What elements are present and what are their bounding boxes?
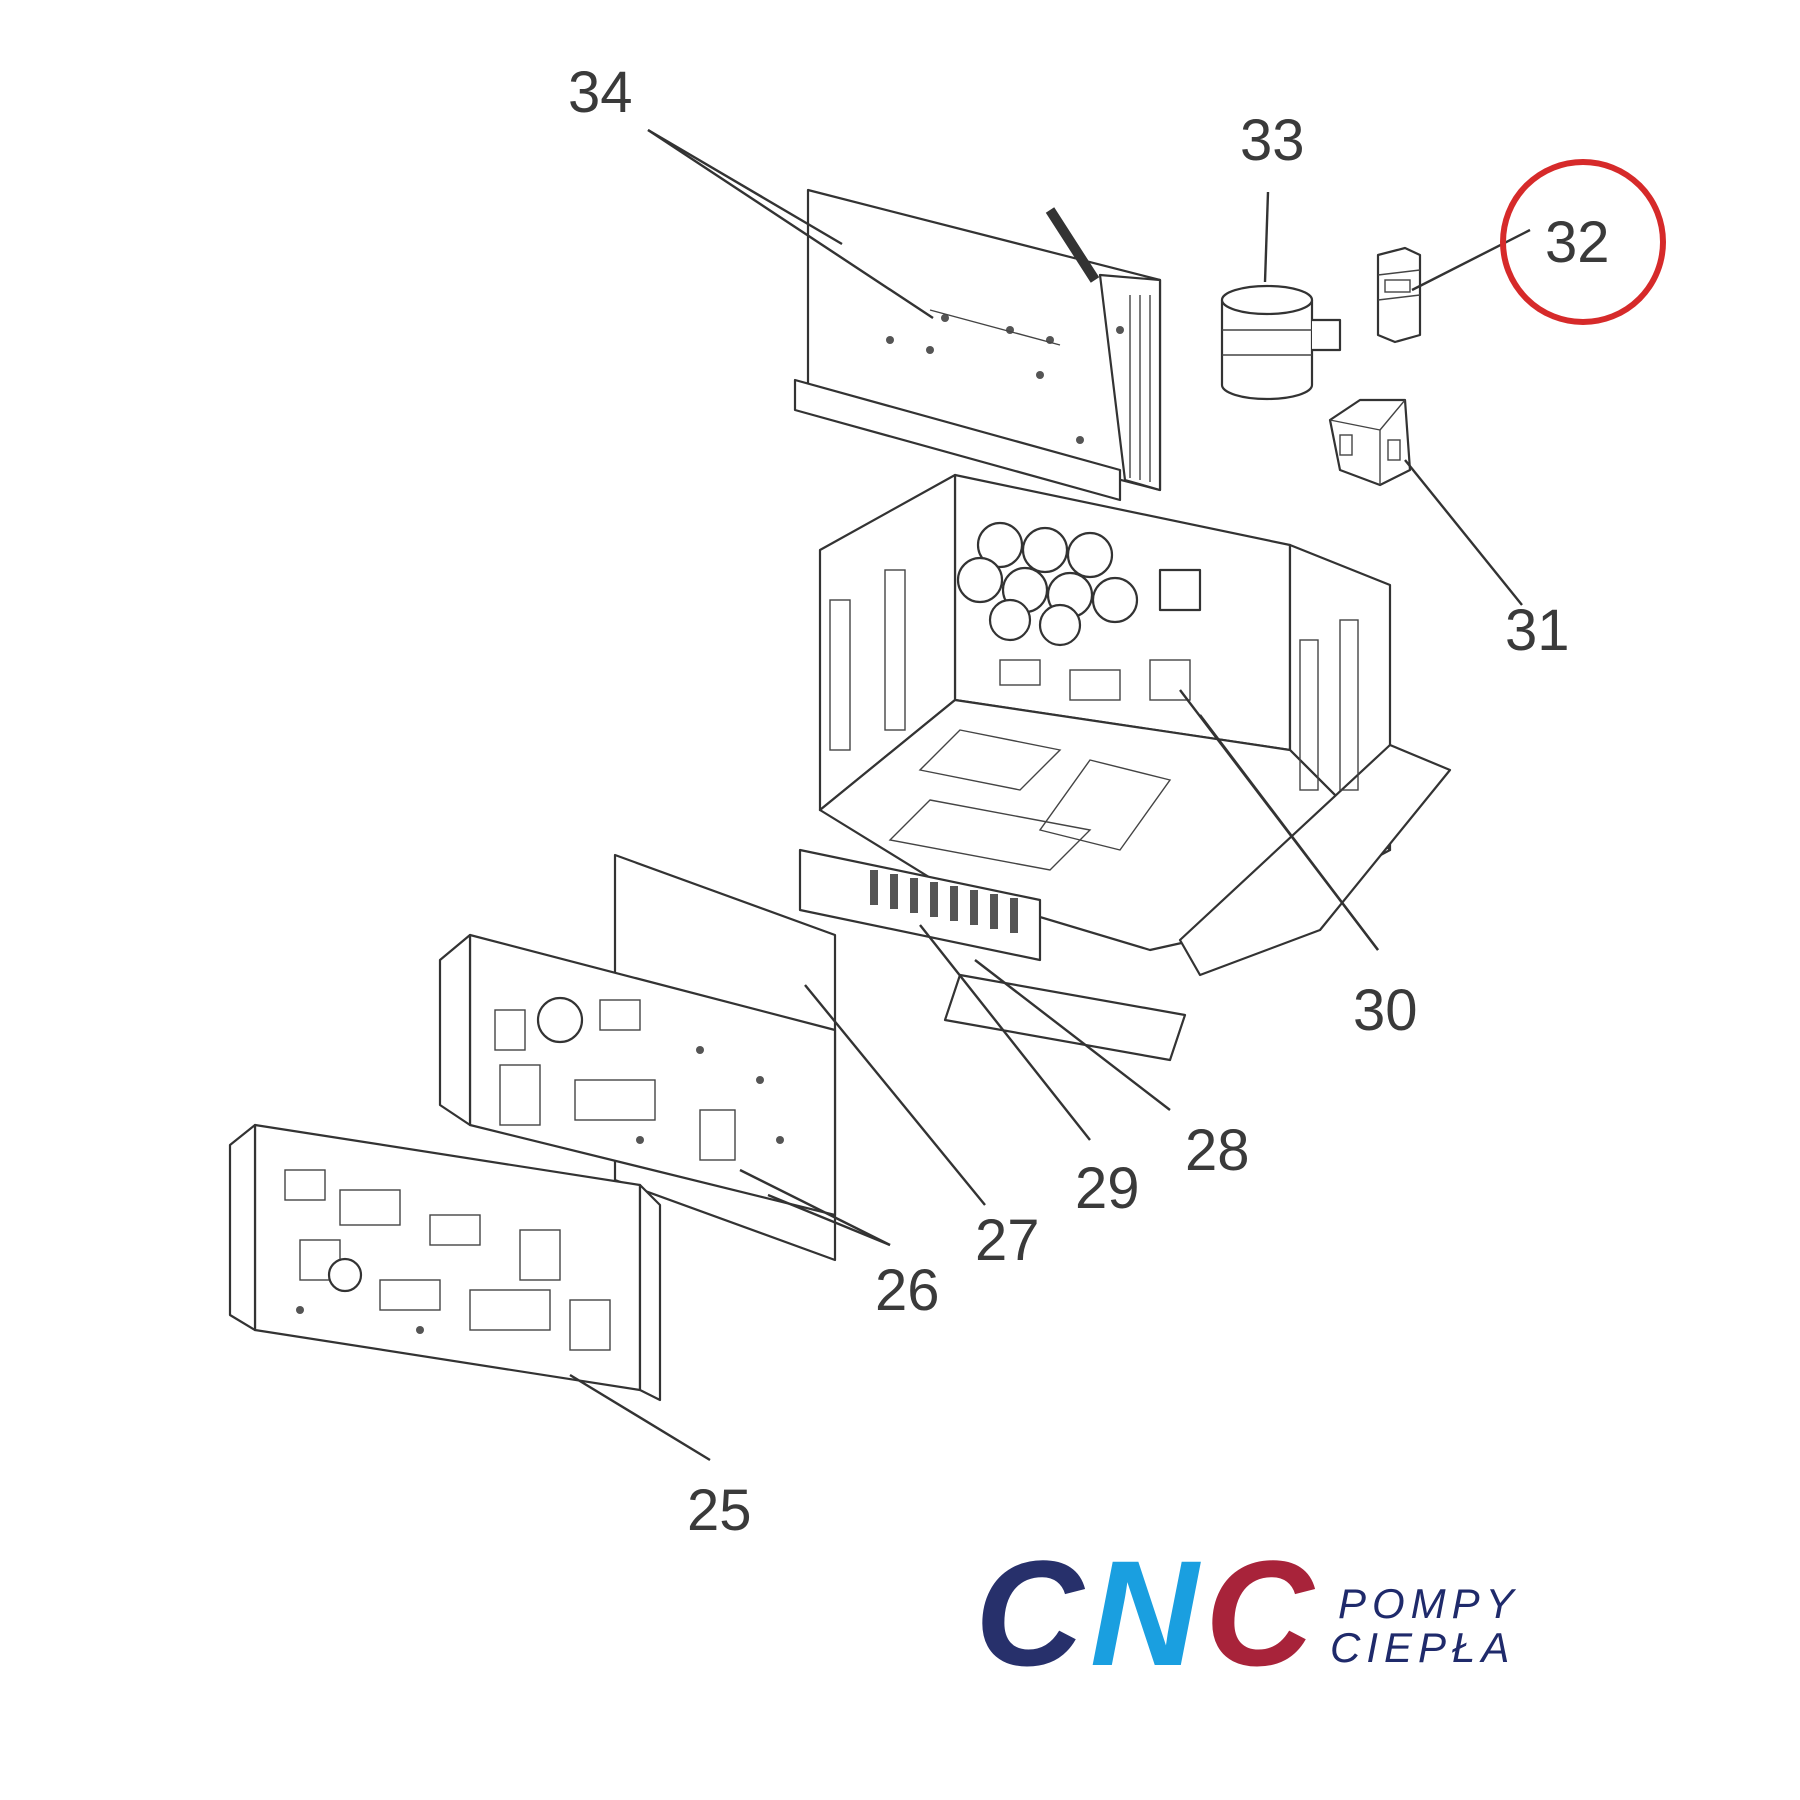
part-32-relay <box>1376 246 1422 344</box>
callout-33: 33 <box>1240 108 1305 173</box>
cnc-logo: C N C POMPY CIEPŁA <box>975 1529 1520 1697</box>
callout-32: 32 <box>1545 210 1610 275</box>
part-25-pcb-case <box>228 1123 662 1402</box>
callout-27: 27 <box>975 1208 1040 1273</box>
callout-26: 26 <box>875 1258 940 1323</box>
callout-34: 34 <box>568 60 633 125</box>
logo-line-2: CIEPŁA <box>1330 1624 1515 1671</box>
part-34-cover-panel <box>793 188 1162 502</box>
callouts: 34 33 32 31 30 28 29 27 26 25 <box>568 60 1610 1543</box>
part-33-capacitor <box>1220 284 1342 401</box>
highlight-circle <box>1500 159 1666 325</box>
callout-31: 31 <box>1505 598 1570 663</box>
part-31-contactor <box>1328 398 1412 487</box>
logo-line-1: POMPY <box>1338 1580 1520 1627</box>
callout-28: 28 <box>1185 1118 1250 1183</box>
logo-letter-c2: C <box>1205 1529 1316 1697</box>
logo-letter-n: N <box>1090 1529 1201 1697</box>
main-electrical-box <box>798 473 1452 1062</box>
callout-30: 30 <box>1353 978 1418 1043</box>
logo-letter-c1: C <box>975 1529 1086 1697</box>
callout-29: 29 <box>1075 1156 1140 1221</box>
leader-lines <box>569 128 1531 1462</box>
part-26-pcb-board <box>438 933 837 1217</box>
callout-25: 25 <box>687 1478 752 1543</box>
